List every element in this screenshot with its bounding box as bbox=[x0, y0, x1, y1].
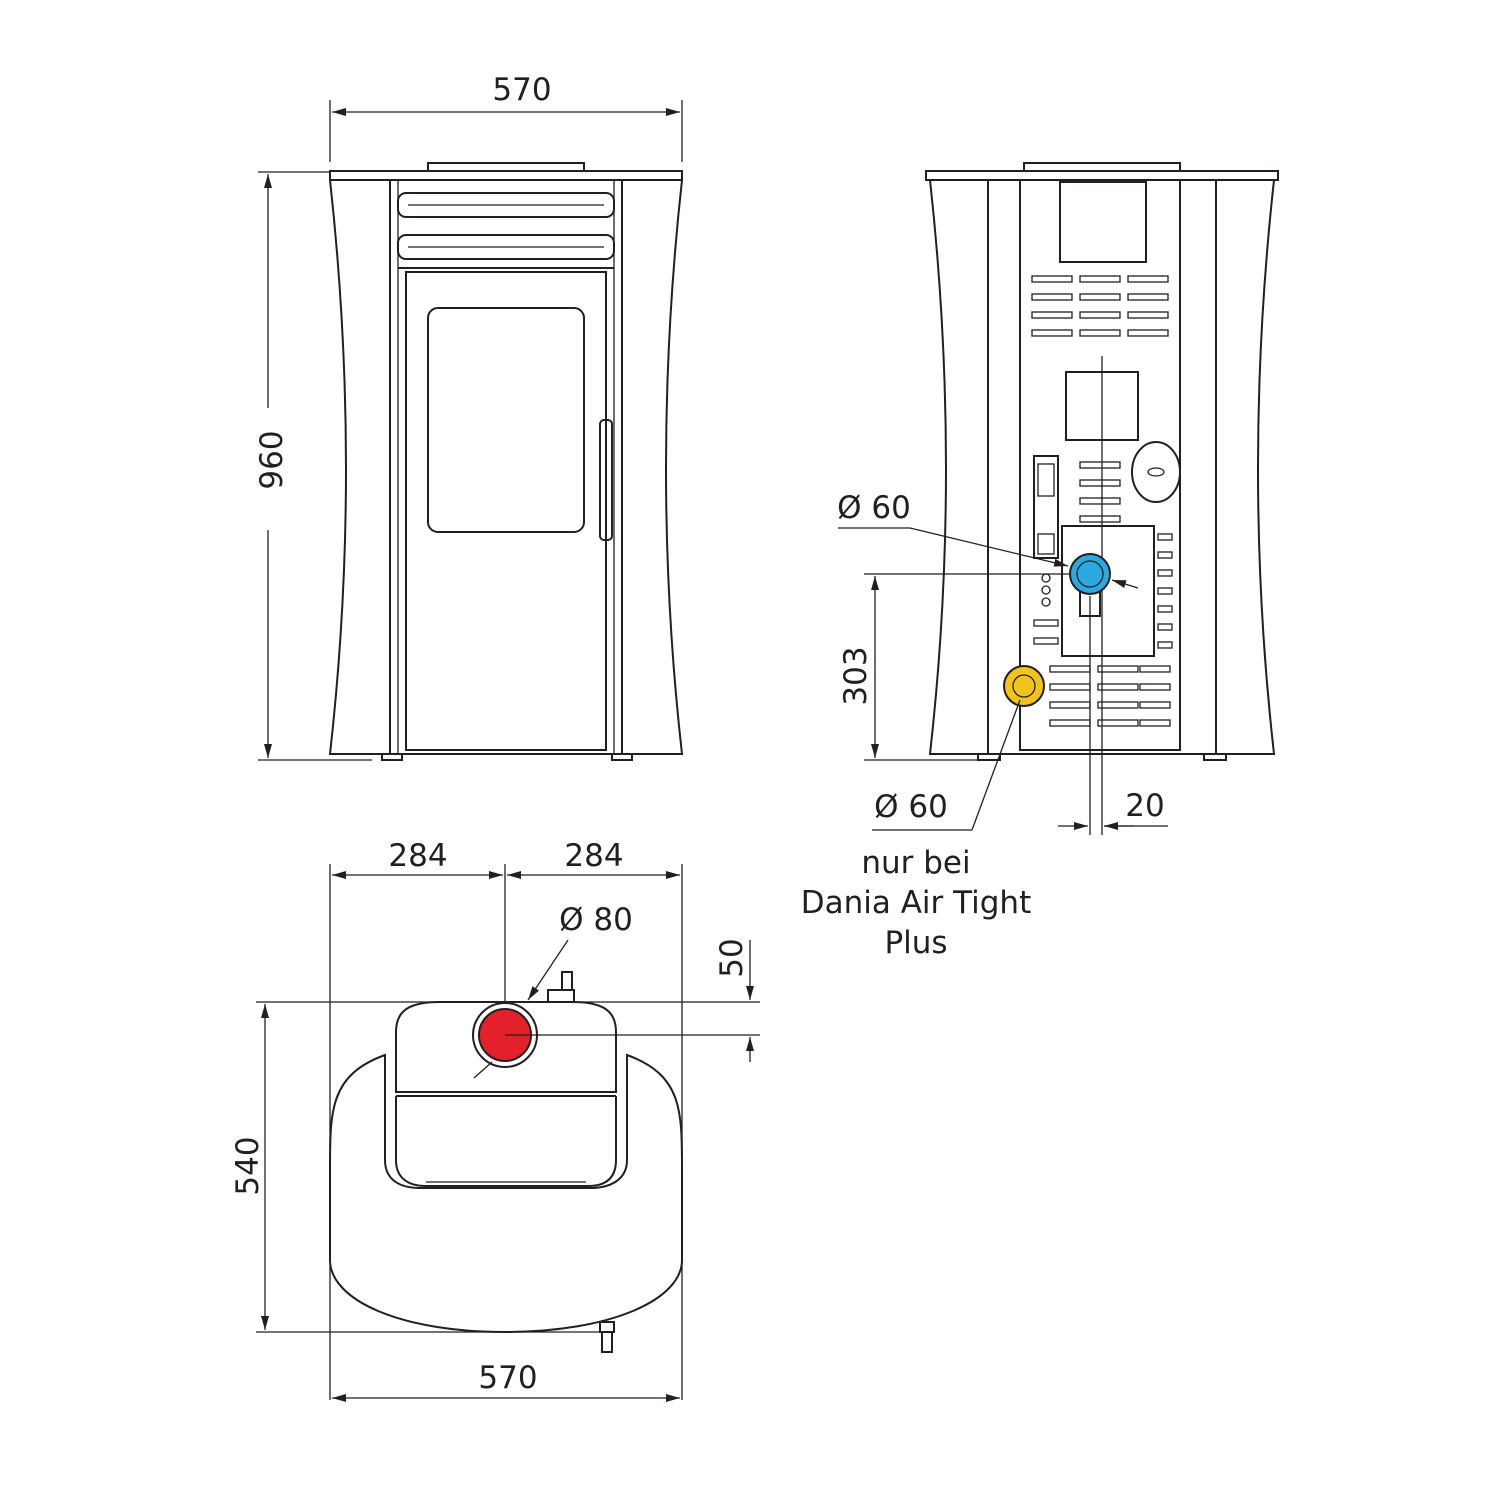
rear-view: Ø 60 303 Ø 60 20 nur bei Dania Air Tight… bbox=[801, 162, 1279, 961]
rear-offset-label: 20 bbox=[1125, 788, 1164, 824]
top-width-label: 570 bbox=[478, 1360, 537, 1396]
front-width-label: 570 bbox=[492, 72, 551, 108]
rear-inlet-top-diameter: Ø 60 bbox=[837, 490, 911, 526]
air-inlet-bottom-circle bbox=[1003, 665, 1045, 707]
air-inlet-top-circle bbox=[1069, 553, 1111, 595]
top-half-width-left: 284 bbox=[388, 838, 447, 874]
rear-note-line-3: Plus bbox=[884, 925, 947, 961]
front-view: 570 960 bbox=[254, 72, 684, 761]
front-height-label: 960 bbox=[254, 430, 290, 489]
door-window bbox=[427, 307, 585, 533]
top-half-width-right: 284 bbox=[564, 838, 623, 874]
rear-inlet-bottom-diameter: Ø 60 bbox=[874, 789, 948, 825]
rear-louvres-middle bbox=[1033, 461, 1173, 649]
top-flue-offset-label: 50 bbox=[714, 938, 750, 977]
rear-note-line-1: nur bei bbox=[861, 845, 970, 881]
top-view: 284 284 540 Ø 80 50 570 bbox=[230, 838, 760, 1402]
rear-inlet-height-label: 303 bbox=[838, 646, 874, 705]
top-depth-label: 540 bbox=[230, 1136, 266, 1195]
door-handle bbox=[599, 419, 613, 541]
rear-louvres-bottom bbox=[1049, 665, 1171, 727]
top-flue-diameter: Ø 80 bbox=[559, 902, 633, 938]
rear-note-line-2: Dania Air Tight bbox=[801, 885, 1031, 921]
rear-louvres-top bbox=[1031, 275, 1169, 337]
